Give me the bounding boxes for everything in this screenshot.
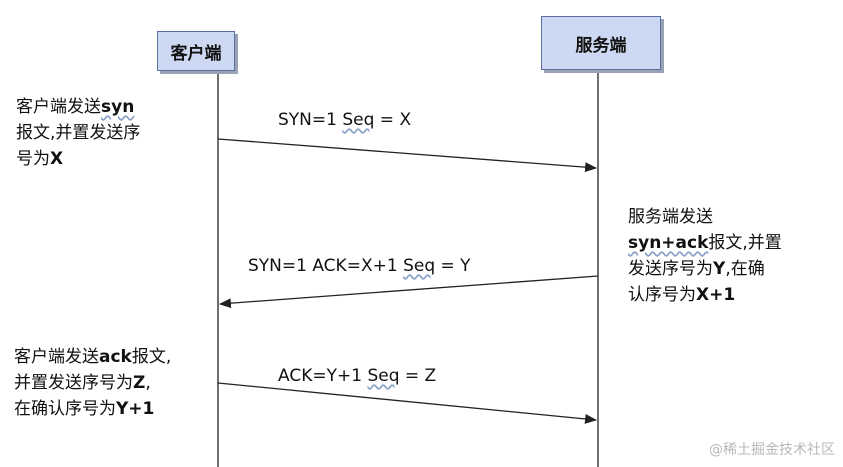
step1-note: 客户端发送syn 报文,并置发送序 号为X	[16, 97, 141, 169]
ack-arrow	[217, 382, 597, 424]
server-participant: 服务端	[541, 16, 661, 70]
step2-note: 服务端发送 syn+ack报文,并置 发送序号为Y,在确 认序号为X+1	[628, 207, 782, 305]
syn-ack-arrow	[219, 275, 599, 309]
seq-word: Seq	[403, 256, 436, 276]
seq-word: Seq	[367, 366, 400, 386]
syn-arrow	[217, 138, 597, 173]
watermark: @稀土掘金技术社区	[709, 442, 835, 458]
ack-message-label: ACK=Y+1 Seq = Z	[278, 366, 437, 386]
step3-note: 客户端发送ack报文, 并置发送序号为Z, 在确认序号为Y+1	[14, 347, 172, 419]
server-label: 服务端	[575, 35, 627, 56]
seq-word: Seq	[342, 110, 375, 130]
syn-message-label: SYN=1 Seq = X	[278, 110, 412, 130]
client-label: 客户端	[170, 43, 222, 64]
client-participant: 客户端	[157, 31, 235, 71]
syn-ack-message-label: SYN=1 ACK=X+1 Seq = Y	[248, 256, 471, 276]
